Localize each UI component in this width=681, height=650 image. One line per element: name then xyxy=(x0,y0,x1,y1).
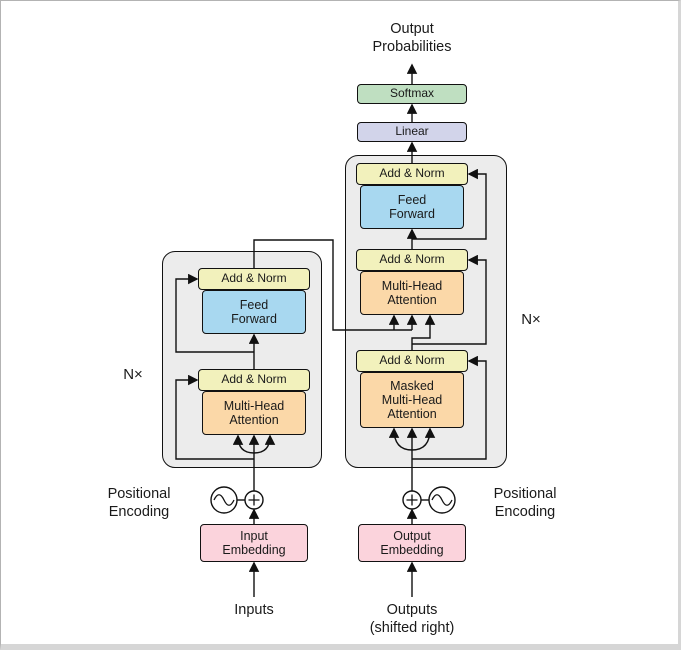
sine-wave-glyph xyxy=(431,494,453,506)
decoder-add-norm-3-box: Add & Norm xyxy=(356,163,468,185)
decoder-masked-multi-head-attention-box: Masked Multi-Head Attention xyxy=(360,372,464,428)
positional-encoding-right-label: Positional Encoding xyxy=(493,486,557,521)
decoder-flow-arrows xyxy=(388,63,487,597)
output-embedding-box: Output Embedding xyxy=(358,524,466,562)
encoder-n-times-label: N× xyxy=(123,366,143,383)
encoder-attention-prong-left xyxy=(232,434,255,454)
decoder-multi-head-attention-box: Multi-Head Attention xyxy=(360,271,464,315)
linear-box: Linear xyxy=(357,122,467,142)
decoder-n-times-label: N× xyxy=(521,311,541,328)
encoder-residual-ff xyxy=(175,273,254,353)
sine-wave-glyph xyxy=(213,494,235,506)
outputs-label: Outputs (shifted right) xyxy=(369,602,455,637)
encoder-flow-arrows xyxy=(175,239,418,597)
encoder-add-norm-2-box: Add & Norm xyxy=(198,268,310,290)
masked-attention-prong-left xyxy=(388,427,413,451)
decoder-residual-masked-attention xyxy=(412,355,487,460)
decoder-add-norm-2-box: Add & Norm xyxy=(356,249,468,271)
decoder-residual-cross-attention xyxy=(412,254,487,345)
input-embedding-box: Input Embedding xyxy=(200,524,308,562)
plus-glyph xyxy=(248,494,260,506)
cross-attention-query-arrow xyxy=(411,314,436,350)
inputs-label: Inputs xyxy=(234,602,274,618)
decoder-add-norm-1-box: Add & Norm xyxy=(356,350,468,372)
encoder-multi-head-attention-box: Multi-Head Attention xyxy=(202,391,306,435)
encoder-feed-forward-box: Feed Forward xyxy=(202,290,306,334)
encoder-residual-attention xyxy=(175,374,254,460)
decoder-feed-forward-box: Feed Forward xyxy=(360,185,464,229)
positional-encoding-left-label: Positional Encoding xyxy=(107,486,171,521)
decoder-residual-ff xyxy=(412,168,487,240)
plus-glyph xyxy=(406,494,418,506)
encoder-add-norm-1-box: Add & Norm xyxy=(198,369,310,391)
positional-encoding-left-symbol xyxy=(210,486,264,514)
output-probabilities-label: Output Probabilities xyxy=(372,21,452,56)
positional-encoding-right-symbol xyxy=(402,486,456,514)
softmax-box: Softmax xyxy=(357,84,467,104)
masked-attention-prong-right xyxy=(411,427,436,451)
encoder-attention-prong-right xyxy=(253,434,276,454)
encoder-output-line xyxy=(253,239,412,331)
